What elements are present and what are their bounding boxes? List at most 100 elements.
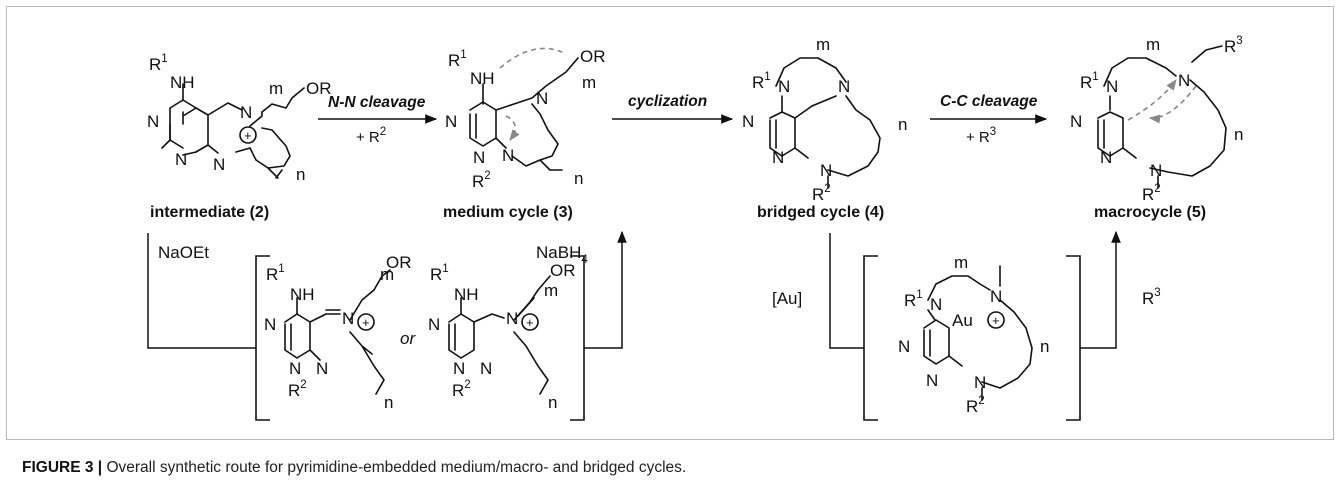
structure-intermediate-2 (161, 83, 305, 179)
reaction-scheme: R1 NH N N N N + m OR n intermediate (2) … (147, 35, 1243, 421)
atom-R1-c3: R1 (448, 49, 467, 70)
caption-text: Overall synthetic route for pyrimidine-e… (102, 459, 687, 476)
atom-N-c4a: N (778, 77, 790, 96)
atom-N-c2c: N (213, 155, 225, 174)
figure-label: FIGURE 3 | (22, 459, 103, 476)
index-m-c3: m (582, 73, 596, 92)
atom-N-au3: N (898, 337, 910, 356)
atom-R2-c3: R2 (472, 170, 491, 191)
atom-N-c4e: N (820, 161, 832, 180)
cation-plus-c2: + (244, 128, 252, 143)
atom-N-b3: N (480, 359, 492, 378)
atom-N-a4: N (342, 309, 354, 328)
atom-N-b4: N (506, 309, 518, 328)
atom-N-c3c: N (502, 146, 514, 165)
atom-N-c4c: N (742, 112, 754, 131)
cation-charge-b (521, 313, 539, 331)
curved-arrow-c5b (1148, 85, 1197, 124)
structure-medium-cycle-3 (469, 57, 579, 171)
atom-NH-a: NH (290, 285, 315, 304)
atom-Au: Au (952, 311, 973, 330)
curved-arrow-c5a (1127, 79, 1177, 121)
index-n-c4: n (898, 115, 907, 134)
atom-R2-au: R2 (966, 395, 985, 416)
atom-N-a1: N (264, 315, 276, 334)
index-m-b: m (544, 281, 558, 300)
reagent-nabh4: NaBH4 (536, 243, 588, 266)
atom-R1-b: R1 (430, 263, 449, 284)
atom-N-b1: N (428, 315, 440, 334)
index-m-a: m (380, 265, 394, 284)
structure-gold-complex (923, 265, 1033, 401)
cation-plus-a: + (362, 315, 370, 330)
cation-charge-c2 (239, 126, 257, 144)
figure-frame (6, 6, 1334, 440)
atom-R1-a: R1 (266, 263, 285, 284)
atom-N-c5e: N (1150, 161, 1162, 180)
figure-caption: FIGURE 3 | Overall synthetic route for p… (22, 459, 686, 477)
step-cyclization: cyclization (628, 93, 707, 110)
reagent-R2: + R2 (356, 126, 386, 146)
structure-bridged-cycle-4 (769, 57, 881, 189)
index-m-c5: m (1146, 35, 1160, 54)
atom-N-c3a: N (445, 112, 457, 131)
atom-OR-c2: OR (306, 79, 332, 98)
atom-R1-c5: R1 (1080, 71, 1099, 92)
label-intermediate-2: intermediate (2) (150, 204, 269, 221)
atom-R1-au: R1 (904, 289, 923, 310)
atom-N-c2d: N (240, 103, 252, 122)
atom-N-a2: N (289, 359, 301, 378)
atom-NH-b: NH (454, 285, 479, 304)
index-n-c2: n (296, 165, 305, 184)
atom-R1-c2: R1 (149, 53, 168, 74)
atom-NH-c3: NH (470, 69, 495, 88)
cation-charge-au (987, 311, 1005, 329)
index-n-a: n (384, 393, 393, 412)
reagent-au: [Au] (772, 289, 802, 308)
index-n-c5: n (1234, 125, 1243, 144)
atom-OR-a: OR (386, 253, 412, 272)
step-cc-cleavage: C-C cleavage (940, 93, 1038, 110)
reagent-r3-lower: R3 (1142, 287, 1161, 308)
atom-N-c4d: N (772, 148, 784, 167)
label-medium-cycle-3: medium cycle (3) (443, 204, 573, 221)
atom-N-c5d: N (1100, 148, 1112, 167)
atom-OR-b: OR (550, 261, 576, 280)
cation-charge-a (357, 313, 375, 331)
index-n-b: n (548, 393, 557, 412)
atom-R2-c4: R2 (812, 183, 831, 204)
step-nn-cleavage: N-N cleavage (328, 94, 426, 111)
atom-R1-c4: R1 (752, 71, 771, 92)
atom-R2-b: R2 (452, 379, 471, 400)
dashed-bond-formation-c3 (499, 47, 567, 69)
atom-R2-a: R2 (288, 379, 307, 400)
atom-N-a3: N (316, 359, 328, 378)
pathway-lower-left (147, 230, 627, 421)
curved-arrow-c3 (505, 115, 520, 141)
atom-R2-c5: R2 (1142, 183, 1161, 204)
index-m-c4: m (816, 35, 830, 54)
atom-R3-c5: R3 (1224, 35, 1243, 56)
atom-N-au1: N (930, 295, 942, 314)
text-or: or (400, 329, 416, 348)
atom-N-au4: N (926, 371, 938, 390)
reagent-naoet: NaOEt (158, 243, 209, 262)
atom-N-au2: N (990, 287, 1002, 306)
cation-plus-b: + (526, 315, 534, 330)
atom-N-c2b: N (175, 150, 187, 169)
index-m-c2: m (269, 79, 283, 98)
structure-iminium-a (284, 269, 391, 395)
cation-plus-au: + (992, 313, 1000, 328)
atom-OR-c3: OR (580, 47, 606, 66)
atom-N-c5a: N (1106, 77, 1118, 96)
structure-macrocycle-5 (1097, 45, 1227, 189)
atom-N-au5: N (974, 373, 986, 392)
label-bridged-cycle-4: bridged cycle (4) (757, 204, 884, 221)
atom-N-c3d: N (536, 89, 548, 108)
index-n-c3: n (574, 169, 583, 188)
structure-iminium-b (448, 275, 551, 395)
atom-N-c5c: N (1070, 112, 1082, 131)
index-n-au: n (1040, 337, 1049, 356)
pathway-lower-right (829, 230, 1121, 421)
label-macrocycle-5: macrocycle (5) (1094, 204, 1206, 221)
